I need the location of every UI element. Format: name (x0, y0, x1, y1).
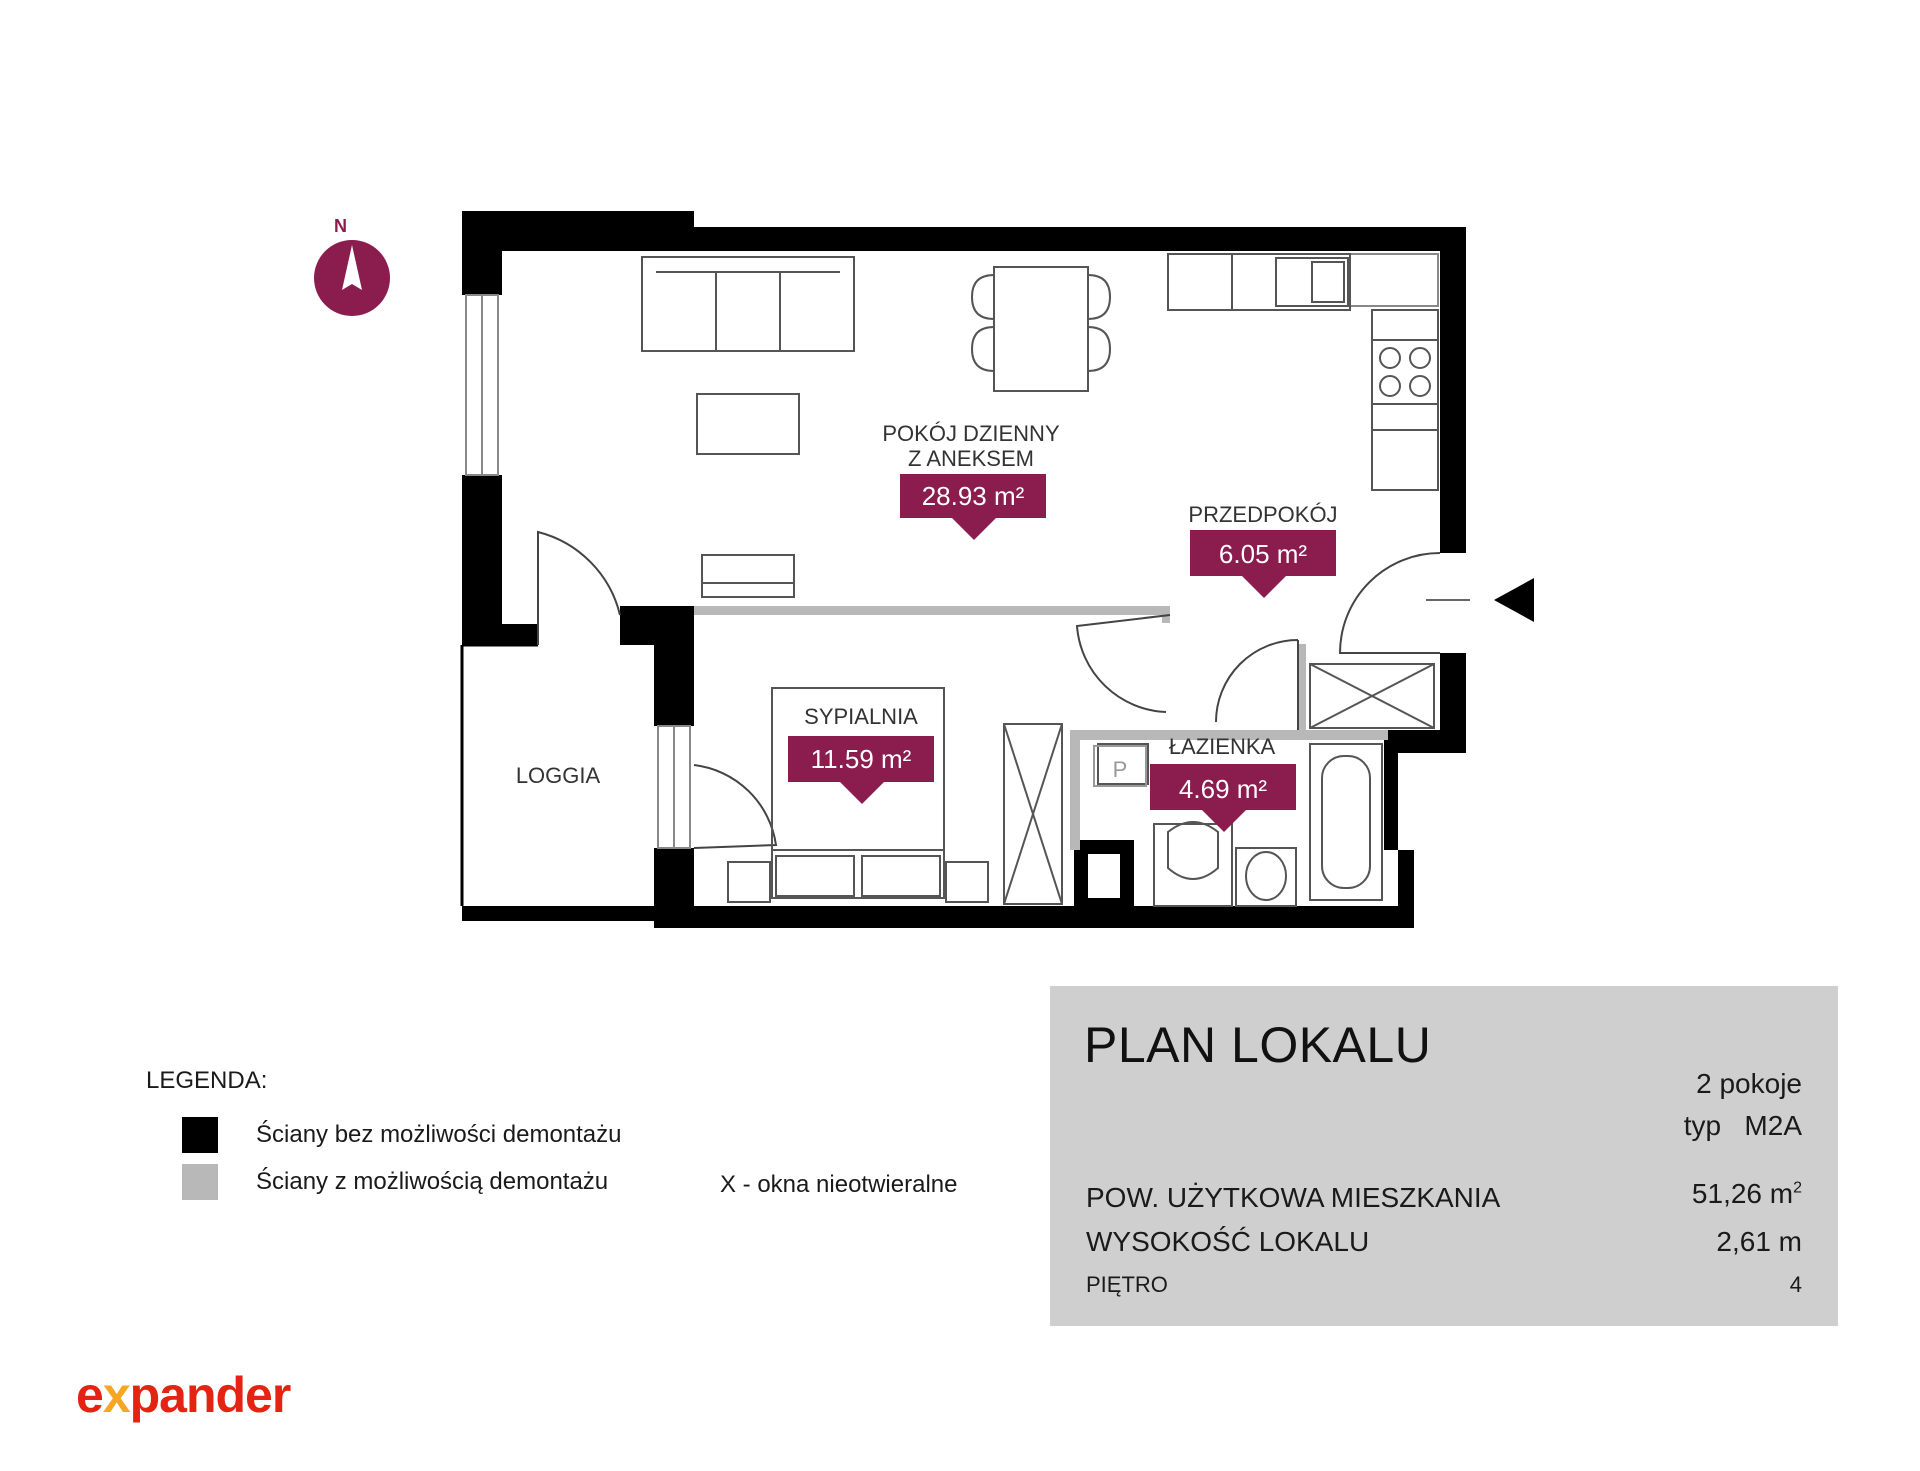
washer-label: P (1113, 757, 1128, 782)
expander-logo: expander (76, 1366, 292, 1424)
svg-text:28.93 m²: 28.93 m² (922, 481, 1025, 511)
kitchen-fixtures (1167, 253, 1439, 491)
legend-swatch-black (182, 1117, 218, 1153)
entrance-arrow-icon (1494, 578, 1534, 622)
legend-title: LEGENDA: (146, 1067, 268, 1094)
room-name-living-line1: POKÓJ DZIENNY (882, 421, 1060, 446)
legend-label-removable-walls: Ściany z możliwością demontażu (256, 1168, 609, 1195)
area-badge-bedroom: 11.59 m² (788, 736, 934, 804)
info-area: 51,26 m2 (1692, 1178, 1802, 1210)
legend-label-fixed-walls: Ściany bez możliwości demontażu (256, 1121, 622, 1148)
area-badge-hall: 6.05 m² (1190, 530, 1336, 598)
legend-swatch-gray (182, 1164, 218, 1200)
bedroom-furniture (727, 687, 1063, 905)
logo-part-pander: pander (129, 1367, 292, 1423)
removable-walls (694, 606, 1388, 850)
room-name-hall: PRZEDPOKÓJ (1188, 502, 1337, 527)
legend-note-windows: X - okna nieotwieralne (720, 1171, 958, 1198)
info-floor-label: PIĘTRO (1086, 1272, 1168, 1297)
area-badge-living: 28.93 m² (900, 474, 1046, 540)
info-floor-value: 4 (1789, 1272, 1802, 1297)
room-name-loggia: LOGGIA (516, 763, 601, 788)
room-name-living-line2: Z ANEKSEM (908, 446, 1034, 471)
info-rooms-count: 2 pokoje (1696, 1068, 1802, 1099)
doors (537, 530, 1441, 849)
room-name-bedroom: SYPIALNIA (804, 704, 918, 729)
info-height-value: 2,61 m (1716, 1226, 1802, 1257)
info-area-label: POW. UŻYTKOWA MIESZKANIA (1086, 1182, 1501, 1213)
info-title: PLAN LOKALU (1084, 1017, 1432, 1073)
washer-box (1093, 745, 1147, 787)
info-area-sup: 2 (1793, 1179, 1802, 1197)
compass-icon: N (314, 216, 390, 316)
windows (465, 253, 1439, 849)
info-area-value: 51,26 m (1691, 1178, 1794, 1209)
compass-letter: N (334, 216, 347, 236)
info-type: typ M2A (1684, 1110, 1802, 1142)
apartment-info-panel: PLAN LOKALU 2 pokoje typ M2A POW. UŻYTKO… (1050, 986, 1838, 1326)
svg-text:11.59 m²: 11.59 m² (811, 744, 912, 774)
svg-text:4.69 m²: 4.69 m² (1179, 774, 1267, 804)
logo-part-x: x (102, 1367, 131, 1423)
info-type-label: typ (1683, 1110, 1722, 1141)
svg-text:6.05 m²: 6.05 m² (1219, 539, 1307, 569)
area-badge-bathroom: 4.69 m² (1150, 764, 1296, 832)
structural-walls (462, 211, 1466, 928)
room-name-bathroom: ŁAZIENKA (1169, 734, 1276, 759)
living-room-furniture (641, 256, 1112, 598)
logo-part-e: e (76, 1367, 104, 1423)
info-type-value: M2A (1744, 1110, 1802, 1141)
loggia-area (460, 643, 538, 906)
bathroom-fixtures (1097, 663, 1435, 907)
info-height-label: WYSOKOŚĆ LOKALU (1086, 1226, 1370, 1257)
